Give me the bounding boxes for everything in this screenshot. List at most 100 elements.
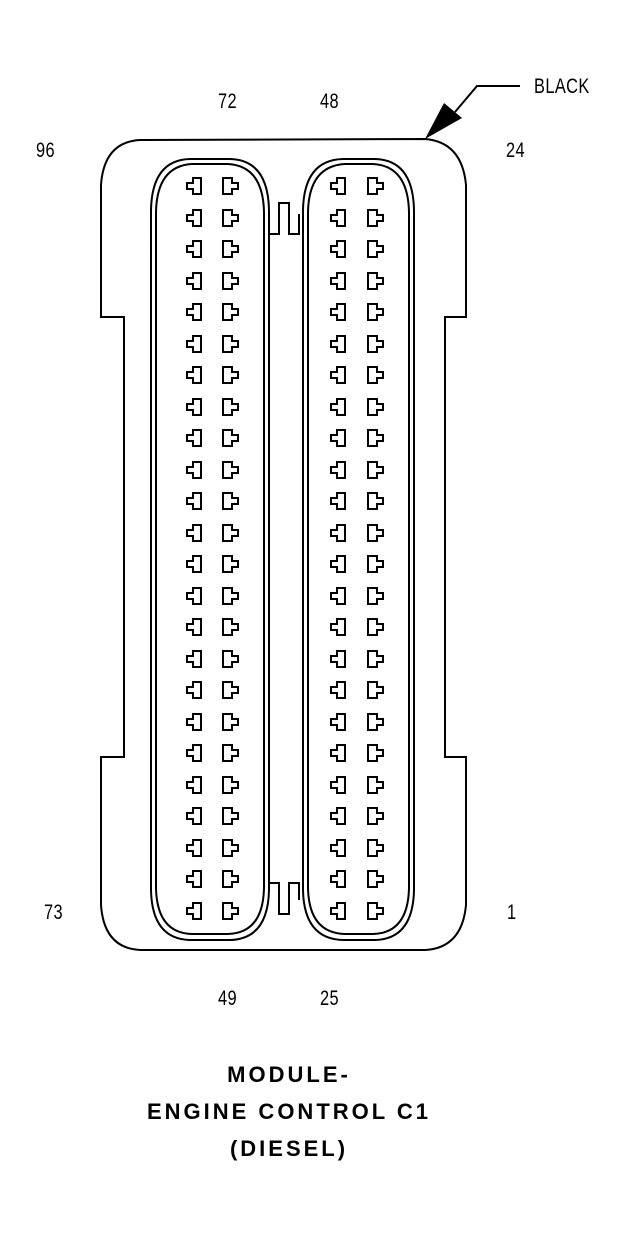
pin-terminal-icon — [330, 240, 346, 258]
top-key-notch — [269, 202, 300, 235]
pin-label-73: 73 — [44, 901, 64, 924]
pin-label-24: 24 — [506, 139, 526, 162]
pin-terminal-icon — [222, 366, 239, 384]
pin-terminal-icon — [330, 870, 346, 888]
pin-terminal-icon — [367, 839, 384, 857]
pin-terminal-icon — [222, 839, 239, 857]
pin-terminal-icon — [367, 650, 384, 668]
pin-terminal-icon — [222, 555, 239, 573]
diagram-title-line-2: ENGINE CONTROL C1 — [146, 1099, 432, 1124]
pin-terminal-icon — [186, 240, 202, 258]
pin-terminal-icon — [186, 524, 202, 542]
pin-terminal-icon — [330, 177, 346, 195]
pin-terminal-icon — [222, 209, 239, 227]
pin-terminal-icon — [186, 177, 202, 195]
pin-terminal-icon — [222, 335, 239, 353]
color-callout-label: BLACK — [534, 75, 590, 98]
connector-housing — [100, 137, 467, 951]
pin-terminal-icon — [330, 744, 346, 762]
pin-terminal-icon — [330, 681, 346, 699]
pin-terminal-icon — [330, 461, 346, 479]
pin-terminal-icon — [222, 240, 239, 258]
pin-terminal-icon — [330, 713, 346, 731]
pin-terminal-icon — [367, 618, 384, 636]
pin-label-48: 48 — [320, 90, 340, 113]
pin-terminal-icon — [367, 335, 384, 353]
pin-terminal-icon — [330, 366, 346, 384]
pin-terminal-icon — [222, 744, 239, 762]
pin-terminal-icon — [222, 429, 239, 447]
pin-terminal-icon — [367, 461, 384, 479]
pin-label-25: 25 — [320, 987, 340, 1010]
pin-terminal-icon — [186, 902, 202, 920]
pin-terminal-icon — [186, 335, 202, 353]
pin-label-1: 1 — [507, 901, 517, 924]
pin-terminal-icon — [330, 398, 346, 416]
pin-terminal-icon — [367, 366, 384, 384]
pin-terminal-icon — [222, 618, 239, 636]
pin-terminal-icon — [330, 429, 346, 447]
pin-terminal-icon — [222, 587, 239, 605]
pin-terminal-icon — [330, 807, 346, 825]
pin-terminal-icon — [367, 303, 384, 321]
pin-terminal-icon — [367, 807, 384, 825]
left-cavity-inner — [155, 163, 265, 935]
pin-terminal-icon — [367, 492, 384, 510]
pin-grid — [186, 177, 384, 920]
pin-terminal-icon — [222, 303, 239, 321]
pin-terminal-icon — [186, 398, 202, 416]
left-cavity-outer — [150, 158, 270, 941]
diagram-title-line-1: MODULE- — [227, 1062, 351, 1087]
pin-terminal-icon — [222, 461, 239, 479]
pin-terminal-icon — [330, 902, 346, 920]
pin-terminal-icon — [367, 713, 384, 731]
bottom-key-notch — [268, 882, 300, 915]
pin-terminal-icon — [186, 272, 202, 290]
pin-terminal-icon — [330, 587, 346, 605]
pin-terminal-icon — [222, 776, 239, 794]
pin-terminal-icon — [367, 587, 384, 605]
pin-terminal-icon — [367, 209, 384, 227]
pin-terminal-icon — [222, 807, 239, 825]
pin-terminal-icon — [330, 650, 346, 668]
pin-terminal-icon — [186, 713, 202, 731]
pin-terminal-icon — [186, 429, 202, 447]
pin-terminal-icon — [330, 618, 346, 636]
pin-terminal-icon — [367, 902, 384, 920]
pin-terminal-icon — [222, 870, 239, 888]
pin-terminal-icon — [186, 209, 202, 227]
pin-label-49: 49 — [218, 987, 238, 1010]
pin-terminal-icon — [367, 240, 384, 258]
pin-label-96: 96 — [36, 139, 56, 162]
pin-terminal-icon — [186, 776, 202, 794]
pin-terminal-icon — [186, 839, 202, 857]
pin-terminal-icon — [186, 303, 202, 321]
pin-terminal-icon — [367, 177, 384, 195]
pin-terminal-icon — [222, 713, 239, 731]
pin-terminal-icon — [222, 524, 239, 542]
pin-terminal-icon — [186, 461, 202, 479]
pin-label-72: 72 — [218, 90, 238, 113]
pin-terminal-icon — [330, 555, 346, 573]
pin-terminal-icon — [186, 870, 202, 888]
pin-terminal-icon — [222, 398, 239, 416]
pin-terminal-icon — [330, 272, 346, 290]
pin-terminal-icon — [367, 744, 384, 762]
pin-terminal-icon — [330, 839, 346, 857]
pin-terminal-icon — [222, 902, 239, 920]
pin-terminal-icon — [367, 398, 384, 416]
pin-terminal-icon — [367, 681, 384, 699]
pin-terminal-icon — [186, 492, 202, 510]
pin-terminal-icon — [222, 681, 239, 699]
pin-terminal-icon — [186, 681, 202, 699]
color-callout-leader — [425, 85, 520, 139]
pin-terminal-icon — [186, 618, 202, 636]
pin-terminal-icon — [222, 492, 239, 510]
pin-terminal-icon — [367, 870, 384, 888]
pin-terminal-icon — [367, 429, 384, 447]
pin-terminal-icon — [222, 650, 239, 668]
pin-terminal-icon — [186, 587, 202, 605]
pin-terminal-icon — [222, 272, 239, 290]
pin-terminal-icon — [330, 209, 346, 227]
